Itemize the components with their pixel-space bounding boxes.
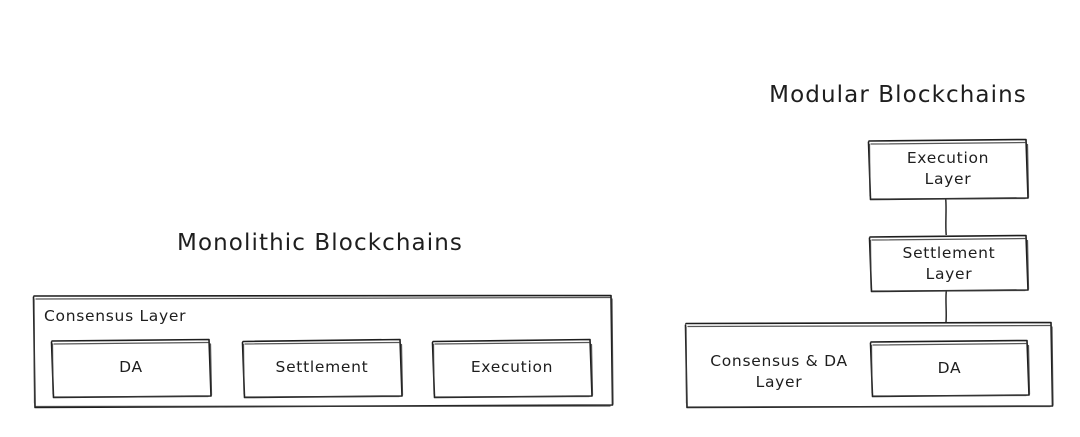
modular-settlement-layer-label: Settlement Layer (902, 244, 996, 283)
modular-settlement-layer-box (868, 234, 1030, 293)
monolithic-title: Monolithic Blockchains (177, 230, 463, 256)
modular-execution-layer-box (867, 138, 1030, 201)
modular-consensus-da-layer-label: Consensus & DA Layer (710, 352, 848, 391)
monolithic-consensus-layer-label: Consensus Layer (44, 307, 187, 325)
modular-title: Modular Blockchains (769, 82, 1027, 108)
modular-da-box (869, 339, 1031, 398)
modular-da-label: DA (937, 359, 962, 377)
monolithic-settlement-box (241, 338, 404, 399)
modular-execution-layer-label: Execution Layer (906, 149, 990, 188)
monolithic-da-box (50, 338, 213, 399)
monolithic-execution-label: Execution (470, 358, 554, 376)
monolithic-execution-box (431, 338, 594, 399)
monolithic-settlement-label: Settlement (275, 358, 369, 376)
monolithic-da-label: DA (119, 358, 143, 376)
